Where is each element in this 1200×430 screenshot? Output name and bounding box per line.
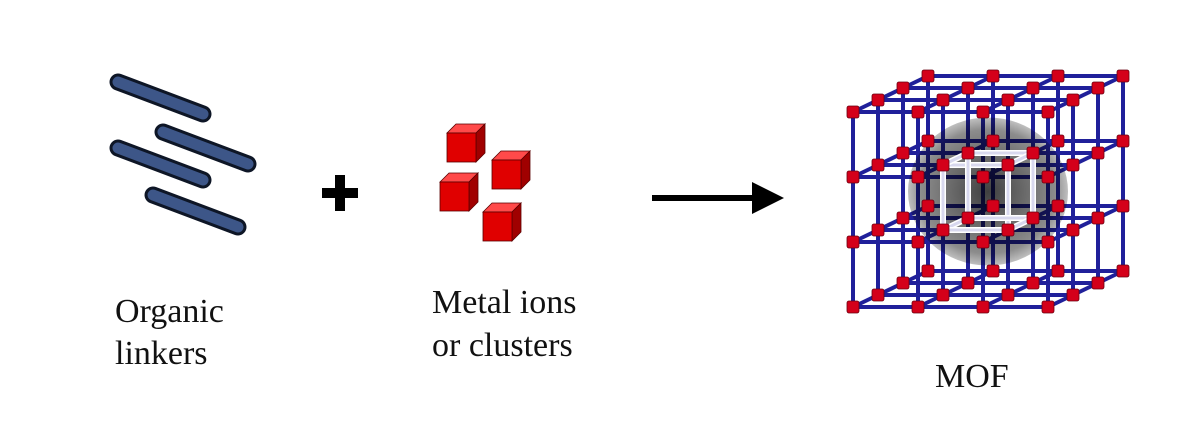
metal-clusters-icon [439,123,531,242]
linkers-label-line2: linkers [115,335,208,372]
metal-label-line2: or clusters [432,327,573,364]
metal-label-line1: Metal ions [432,284,576,321]
linker-bar-fill-2 [157,126,254,170]
framework-nodes [846,69,1130,314]
mof-framework-icon [846,69,1130,314]
metal-cube-4 [482,202,522,242]
metal-cube-2 [491,150,531,190]
linker-bar-fill-3 [112,142,209,186]
organic-linkers-icon [109,73,257,236]
plus-sign-icon [322,175,358,211]
linker-bar-fill-4 [147,189,244,233]
right-arrow-icon [652,182,784,214]
mof-label: MOF [935,358,1009,395]
metal-cube-3 [439,172,479,212]
linker-bar-fill-1 [112,76,209,120]
metal-cube-1 [446,123,486,163]
linkers-label-line1: Organic [115,293,224,330]
